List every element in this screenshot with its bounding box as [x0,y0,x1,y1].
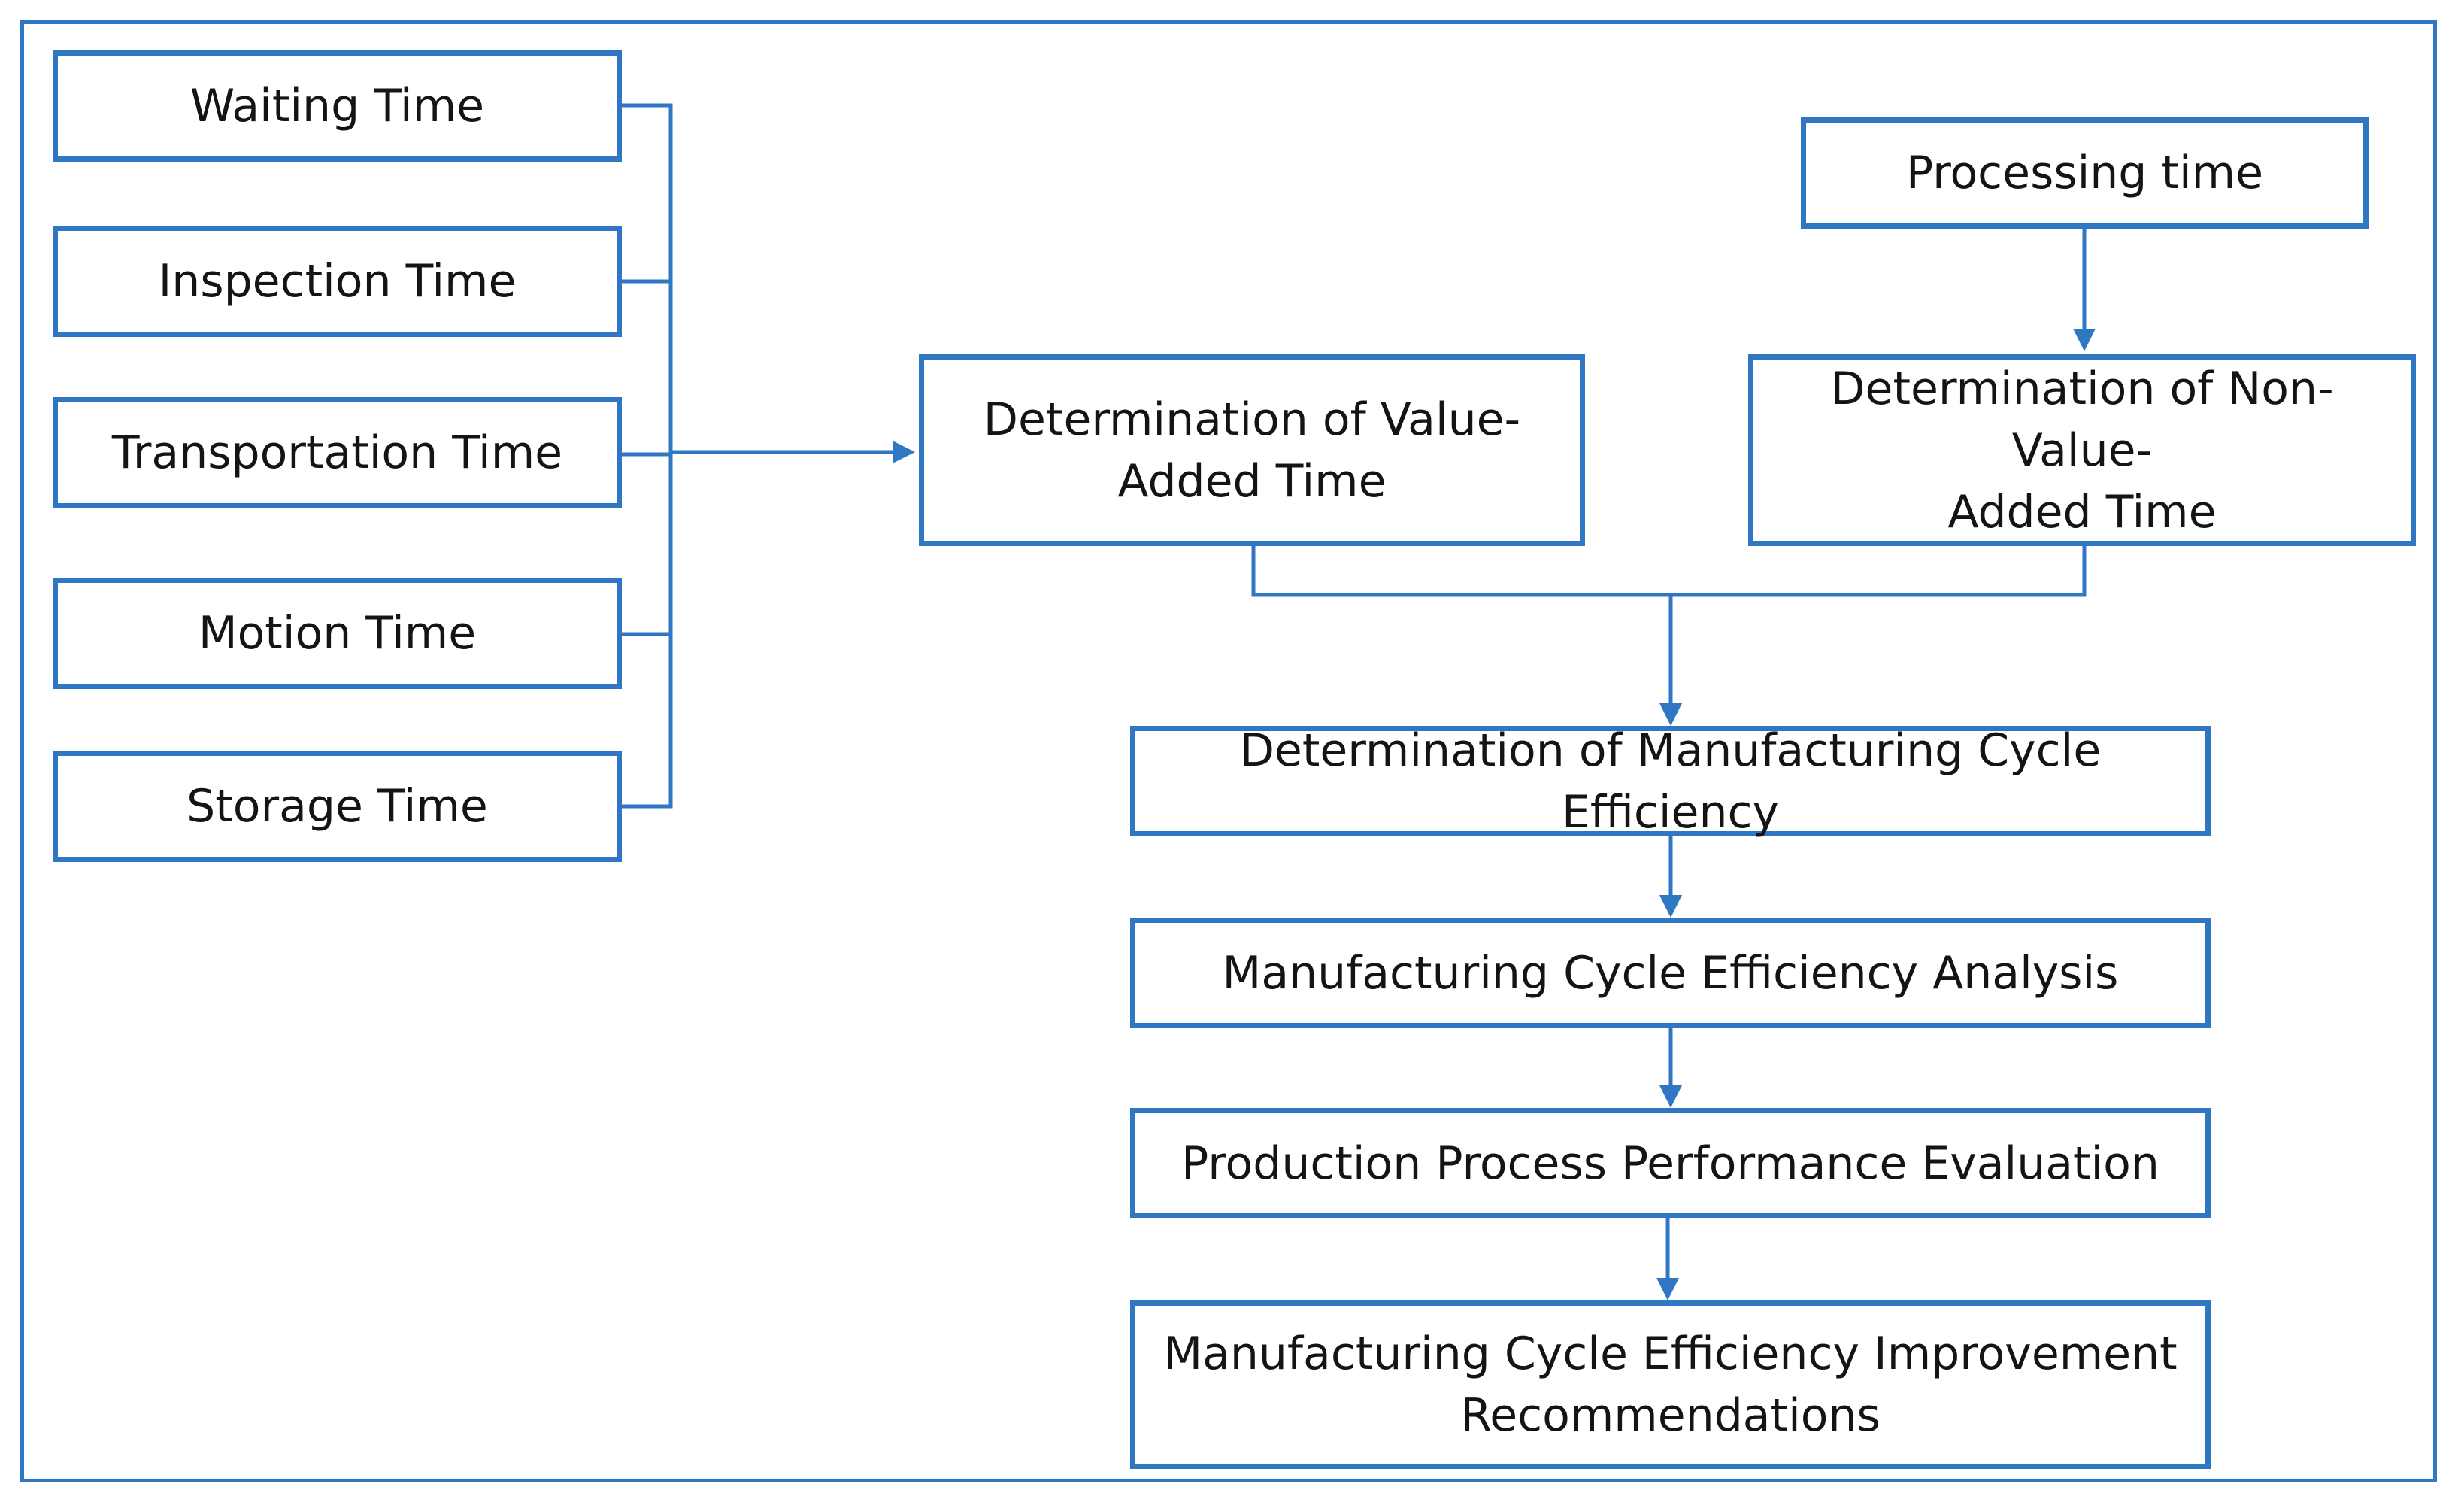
mce-determination-box: Determination of Manufacturing Cycle Eff… [1130,724,2211,839]
waiting-time-label: Waiting Time [189,80,485,132]
recommendations-label-line2: Recommendations [1460,1389,1881,1442]
mce-analysis-label: Manufacturing Cycle Efficiency Analysis [1222,946,2119,1000]
non-value-added-label-line2: Added Time [1947,485,2217,539]
waiting-time-box: Waiting Time [53,50,622,162]
outer-frame [20,20,2437,1482]
performance-evaluation-box: Production Process Performance Evaluatio… [1130,1108,2211,1218]
storage-time-box: Storage Time [53,751,622,862]
recommendations-box: Manufacturing Cycle Efficiency Improveme… [1130,1300,2211,1469]
motion-time-label: Motion Time [198,607,477,660]
inspection-time-label: Inspection Time [158,255,517,308]
non-value-added-label-line1: Determination of Non-Value- [1830,362,2334,477]
value-added-box: Determination of Value- Added Time [919,354,1585,546]
inspection-time-box: Inspection Time [53,226,622,337]
value-added-label-line1: Determination of Value- [983,393,1521,446]
processing-time-label: Processing time [1905,147,2264,199]
motion-time-box: Motion Time [53,578,622,689]
mce-determination-label: Determination of Manufacturing Cycle Eff… [1239,724,2102,839]
recommendations-label-line1: Manufacturing Cycle Efficiency Improveme… [1163,1328,2178,1380]
merge-connector [1251,546,2087,597]
transportation-time-label: Transportation Time [111,426,563,479]
non-value-added-box: Determination of Non-Value- Added Time [1748,354,2416,546]
transportation-time-box: Transportation Time [53,397,622,508]
storage-time-label: Storage Time [186,780,488,833]
processing-time-box: Processing time [1801,117,2369,229]
mce-analysis-box: Manufacturing Cycle Efficiency Analysis [1130,918,2211,1028]
performance-evaluation-label: Production Process Performance Evaluatio… [1181,1136,2159,1190]
value-added-label-line2: Added Time [1117,454,1387,508]
